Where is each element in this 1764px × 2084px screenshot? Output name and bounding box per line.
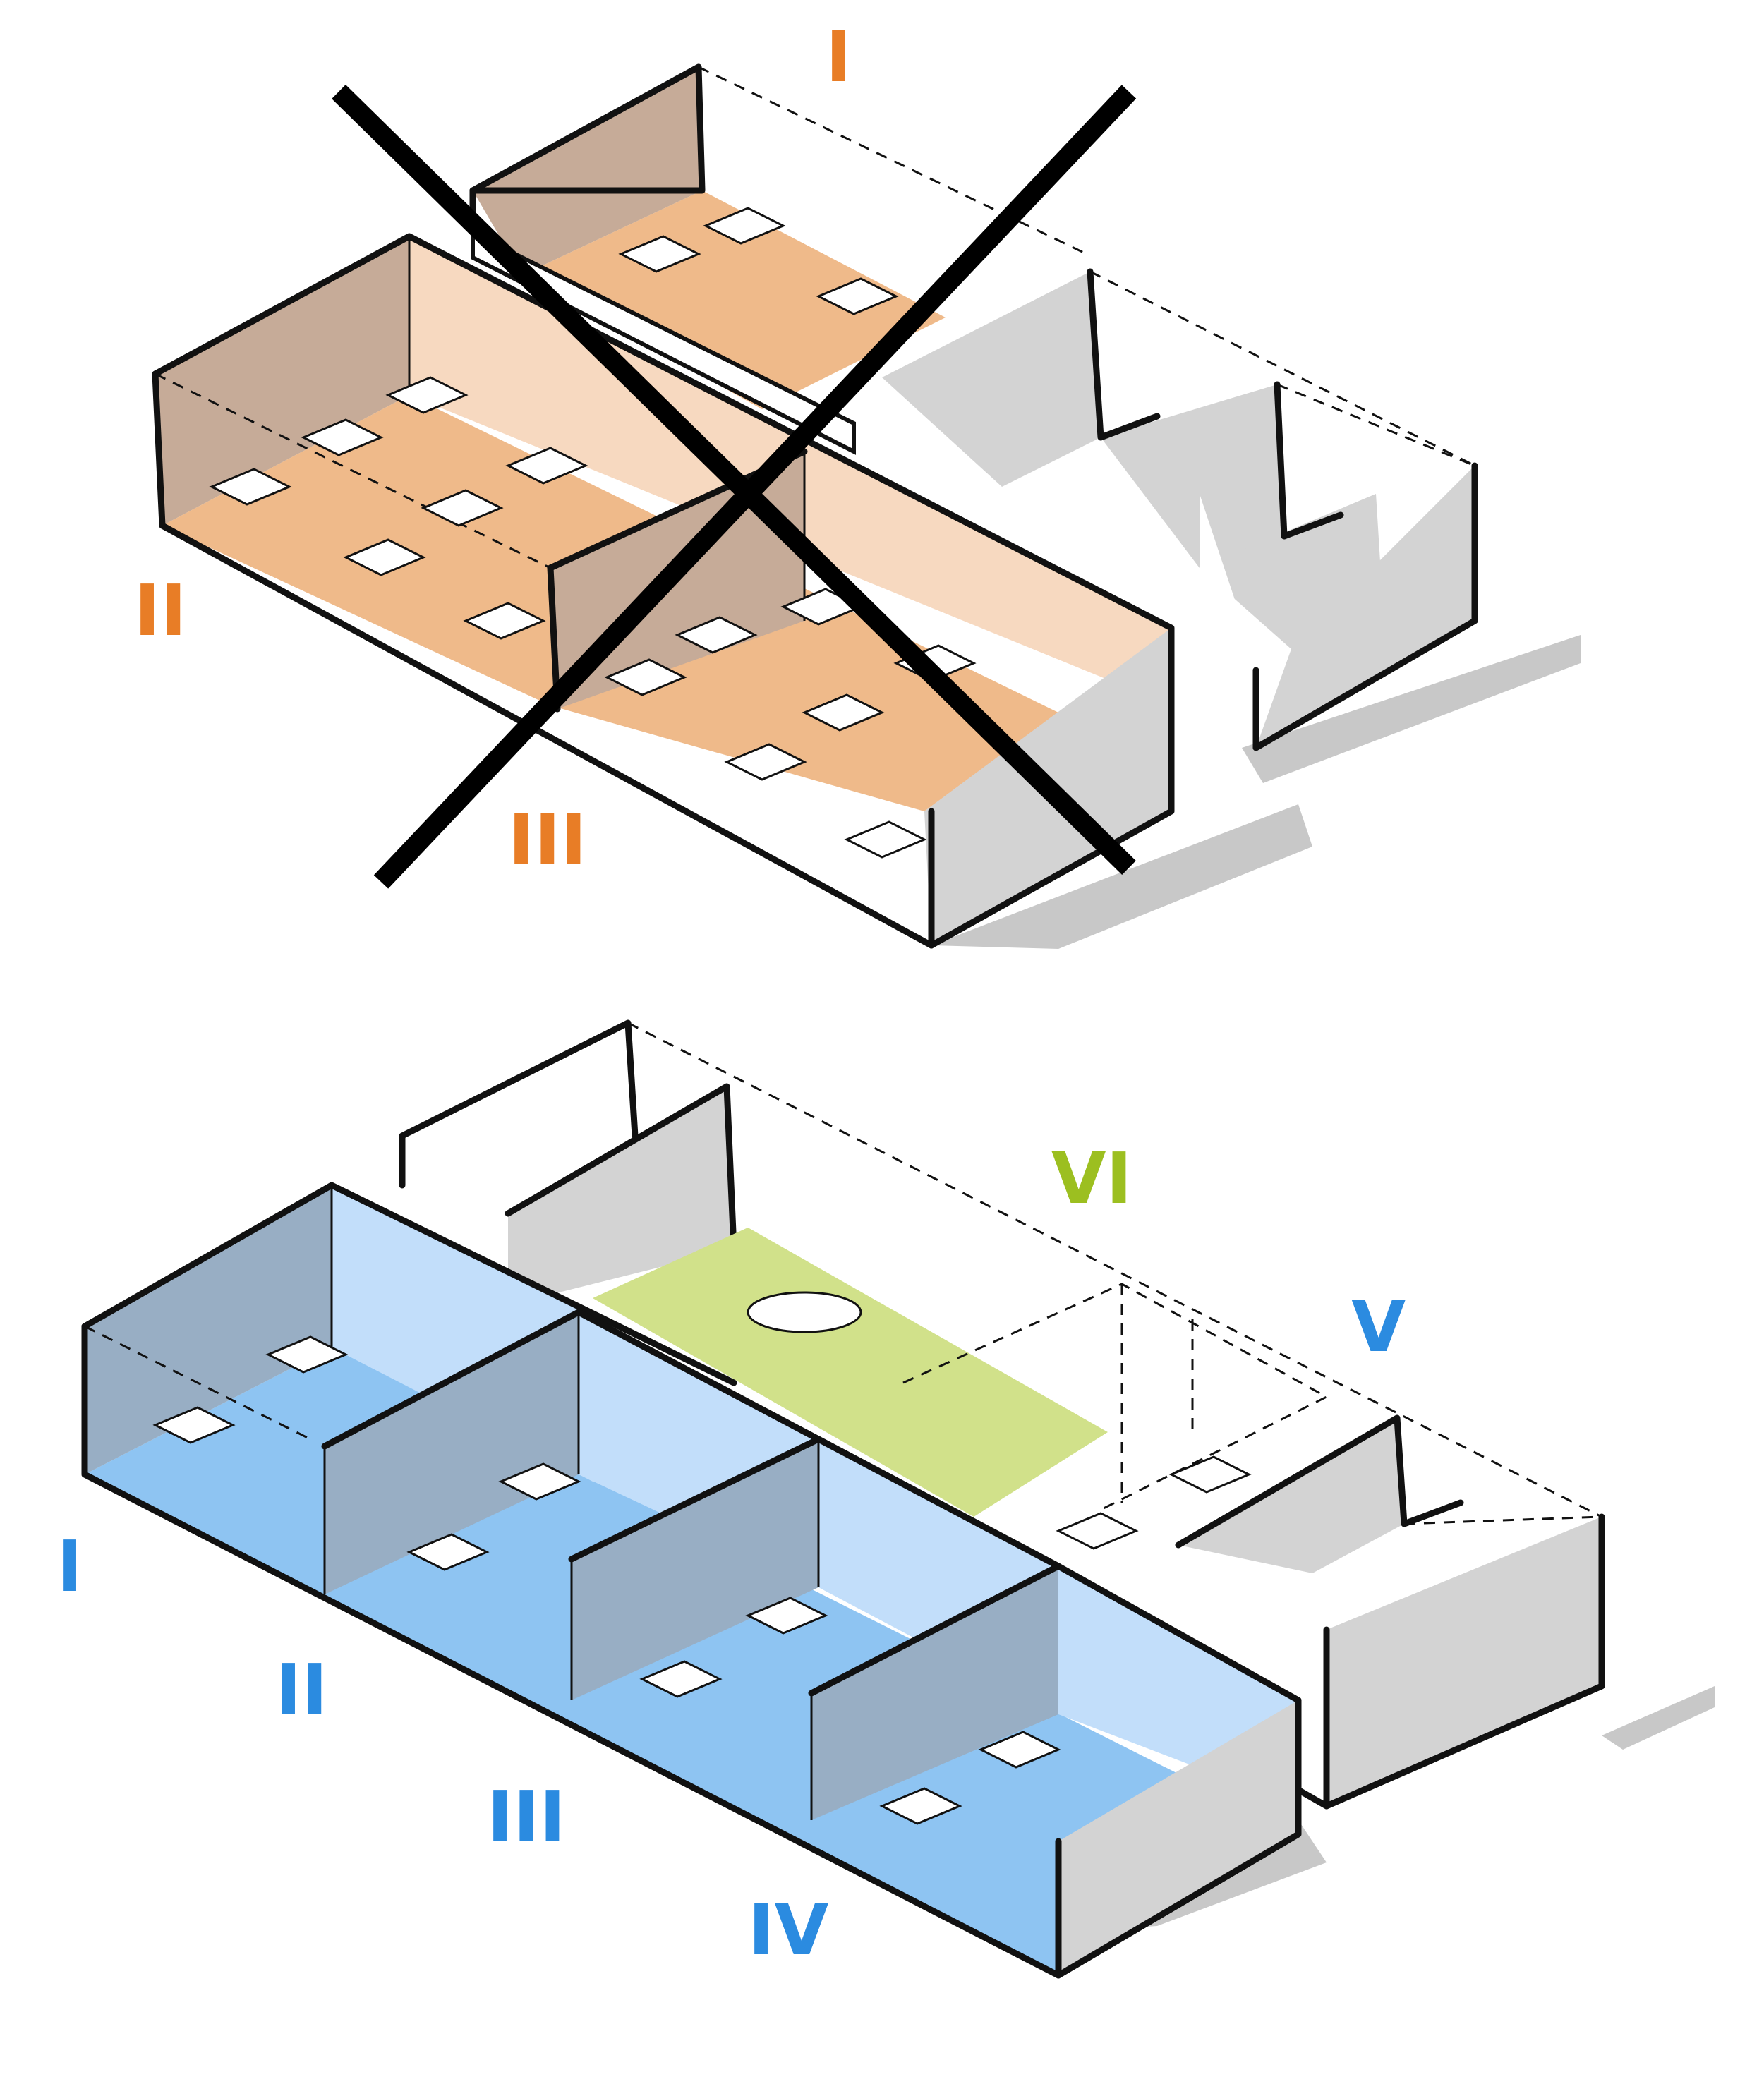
top-label-III: III — [508, 799, 587, 881]
bottom-desks — [152, 1291, 1252, 1825]
bottom-classrooms — [81, 1182, 1302, 1979]
bottom-shadow-right — [1602, 1686, 1715, 1750]
classroom-I-top — [469, 63, 1087, 409]
top-diagram: I II III — [134, 16, 1581, 949]
top-shadow-right — [1242, 635, 1581, 783]
bottom-label-I: I — [56, 1525, 83, 1608]
top-shadow-front — [931, 804, 1312, 949]
bottom-label-VI: VI — [1051, 1137, 1132, 1220]
top-label-I: I — [826, 16, 852, 98]
top-label-II: II — [134, 569, 186, 652]
cross-out-mark — [332, 85, 1137, 889]
bottom-label-III: III — [487, 1776, 566, 1858]
bottom-diagram: I II III IV V VI — [56, 1019, 1715, 1979]
top-grey-rooms — [882, 268, 1478, 751]
top-corridor — [471, 229, 856, 455]
bottom-label-II: II — [275, 1649, 327, 1731]
bottom-label-V: V — [1351, 1285, 1406, 1368]
common-area-VI — [593, 1228, 1108, 1517]
bottom-label-IV: IV — [748, 1889, 829, 1971]
